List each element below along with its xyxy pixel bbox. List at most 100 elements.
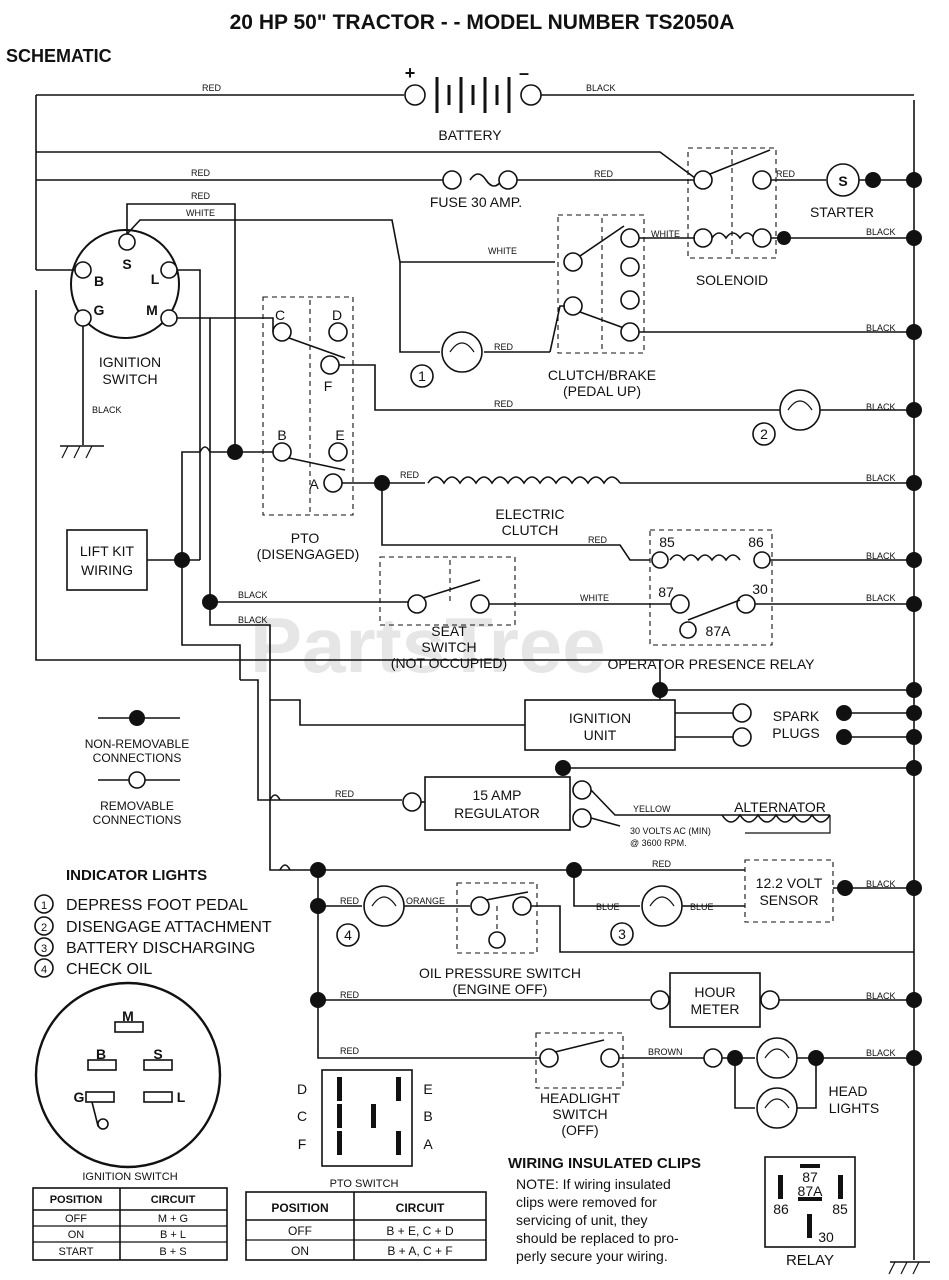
sensor-label-1: 12.2 VOLT — [756, 875, 823, 891]
starter-symbol: S — [838, 173, 847, 189]
seat-switch: SEAT SWITCH (NOT OCCUPIED) WHITE — [379, 556, 672, 671]
ign-terminal-s: S — [122, 256, 131, 272]
alternator-note-1: 30 VOLTS AC (MIN) — [630, 826, 711, 836]
wire-label-yellow: YELLOW — [633, 804, 671, 814]
relayface-87: 87 — [802, 1169, 818, 1185]
wire-liftkit-up — [181, 451, 200, 560]
wire-label-red-sensor: RED — [652, 859, 672, 869]
pto-switch: C D F B E A PTO (DISENGAGED) — [257, 296, 360, 562]
spark-label-2: PLUGS — [772, 725, 819, 741]
non-removable-dot — [129, 710, 145, 726]
pto-terminal-f: F — [324, 378, 333, 394]
pto-table-r1c0: ON — [291, 1244, 309, 1258]
ignface-s: S — [153, 1046, 162, 1062]
indicator-lamp-4: RED ORANGE 4 — [310, 870, 470, 1050]
relay-pin-86: 86 — [748, 534, 764, 550]
wire-relay-85 — [381, 483, 650, 561]
wire-label-red-lamp2: RED — [494, 399, 514, 409]
legend-removable-2: CONNECTIONS — [93, 813, 182, 827]
relay-pin-87: 87 — [658, 584, 674, 600]
indicator-lamp-2: 2 BLACK — [752, 389, 914, 446]
lamp3-number: 3 — [618, 926, 626, 942]
ign-table-r1c1: B + L — [160, 1229, 186, 1241]
sensor-label-2: SENSOR — [759, 892, 818, 908]
regulator: RED 15 AMP REGULATOR — [240, 679, 914, 831]
pto-table-r0c0: OFF — [288, 1224, 312, 1238]
relayface-87a: 87A — [798, 1183, 824, 1199]
diagram-title: 20 HP 50" TRACTOR - - MODEL NUMBER TS205… — [230, 11, 735, 34]
ptoface-e: E — [423, 1081, 432, 1097]
pto-label-2: (DISENGAGED) — [257, 546, 360, 562]
relayface-caption: RELAY — [786, 1252, 834, 1269]
clutch-brake-switch: CLUTCH/BRAKE (PEDAL UP) WHITE BLACK — [488, 214, 914, 399]
wire-label-white-solenoid: WHITE — [651, 229, 680, 239]
watermark: PartsTree — [250, 601, 606, 689]
indicator-lights-legend: INDICATOR LIGHTS 1 DEPRESS FOOT PEDAL 2 … — [34, 867, 272, 978]
relayface-30: 30 — [818, 1229, 834, 1245]
indicator-3-num: 3 — [41, 943, 47, 955]
pto-switch-face: D C F E B A PTO SWITCH — [297, 1069, 433, 1190]
wire-label-brown: BROWN — [648, 1047, 683, 1057]
wire-label-black-sensor: BLACK — [866, 879, 896, 889]
wire-label-red-ign: RED — [191, 191, 211, 201]
wire-label-black-clutch: BLACK — [866, 323, 896, 333]
headlight-switch: RED BROWN HEADLIGHT SWITCH (OFF) — [317, 1032, 705, 1138]
ptoface-f: F — [298, 1136, 307, 1152]
lamp2-number: 2 — [760, 426, 768, 442]
pto-table-r0c1: B + E, C + D — [386, 1224, 454, 1238]
clips-line-3: servicing of unit, they — [516, 1212, 648, 1228]
ptoface-d: D — [297, 1081, 307, 1097]
section-heading: SCHEMATIC — [6, 46, 112, 66]
wire-pto-c — [210, 317, 274, 332]
connections-legend: NON-REMOVABLE CONNECTIONS REMOVABLE CONN… — [85, 710, 189, 827]
clips-line-2: clips were removed for — [516, 1194, 657, 1210]
wire-battery-solenoid — [36, 151, 696, 179]
ignface-b: B — [96, 1046, 106, 1062]
wire-label-blue-1: BLUE — [596, 902, 620, 912]
legend-nonremovable-1: NON-REMOVABLE — [85, 737, 189, 751]
wire-label-red-regulator: RED — [335, 789, 355, 799]
clips-line-4: should be replaced to pro- — [516, 1230, 679, 1246]
indicator-4-num: 4 — [41, 964, 47, 976]
oil-pressure-switch: OIL PRESSURE SWITCH (ENGINE OFF) — [419, 882, 914, 997]
wire-label-black-eclutch: BLACK — [866, 473, 896, 483]
wire-label-red: RED — [202, 83, 222, 93]
wire-ign-white — [126, 219, 555, 263]
solenoid: SOLENOID WHITE RED BLACK — [651, 147, 914, 288]
clips-line-1: NOTE: If wiring insulated — [516, 1176, 671, 1192]
wire-pto-f — [339, 364, 760, 411]
legend-nonremovable-2: CONNECTIONS — [93, 751, 182, 765]
lift-kit-wiring: LIFT KIT WIRING — [66, 529, 200, 591]
battery-plus: + — [405, 63, 416, 83]
battery-label: BATTERY — [438, 127, 502, 143]
wire-label-red-fuse: RED — [191, 168, 211, 178]
ign-terminal-l: L — [151, 271, 160, 287]
wire-cross-2 — [279, 864, 291, 871]
wire-label-blue-2: BLUE — [690, 902, 714, 912]
ptoface-b: B — [423, 1108, 432, 1124]
starter: S STARTER — [810, 163, 922, 220]
alternator: YELLOW ALTERNATOR 30 VOLTS AC (MIN) @ 36… — [590, 789, 831, 848]
wire-left-loop — [35, 290, 661, 690]
ignface-l: L — [177, 1089, 186, 1105]
ign-table-r0c1: M + G — [158, 1213, 188, 1225]
pto-table-header-circuit: CIRCUIT — [396, 1201, 445, 1215]
ignunit-label-2: UNIT — [584, 727, 617, 743]
regulator-label-2: REGULATOR — [454, 805, 540, 821]
pto-position-table: POSITION CIRCUIT OFF B + E, C + D ON B +… — [245, 1191, 487, 1261]
pto-terminal-e: E — [335, 427, 344, 443]
indicator-1-num: 1 — [41, 900, 47, 912]
wire-label-white-clutch: WHITE — [488, 246, 517, 256]
wire-ign-l — [177, 269, 201, 560]
lamp1-number: 1 — [418, 368, 426, 384]
ign-terminal-m: M — [146, 302, 158, 318]
indicator-3-text: BATTERY DISCHARGING — [66, 940, 255, 957]
indicator-title: INDICATOR LIGHTS — [66, 867, 207, 884]
clutch-label-1: CLUTCH/BRAKE — [548, 367, 656, 383]
ignface-g: G — [74, 1089, 85, 1105]
wire-label-red-lamp1: RED — [494, 342, 514, 352]
regulator-label-1: 15 AMP — [472, 787, 521, 803]
wire-label-black-hourmeter: BLACK — [866, 991, 896, 1001]
ignition-switch: S B L G M IGNITION SWITCH BLACK — [60, 229, 180, 459]
